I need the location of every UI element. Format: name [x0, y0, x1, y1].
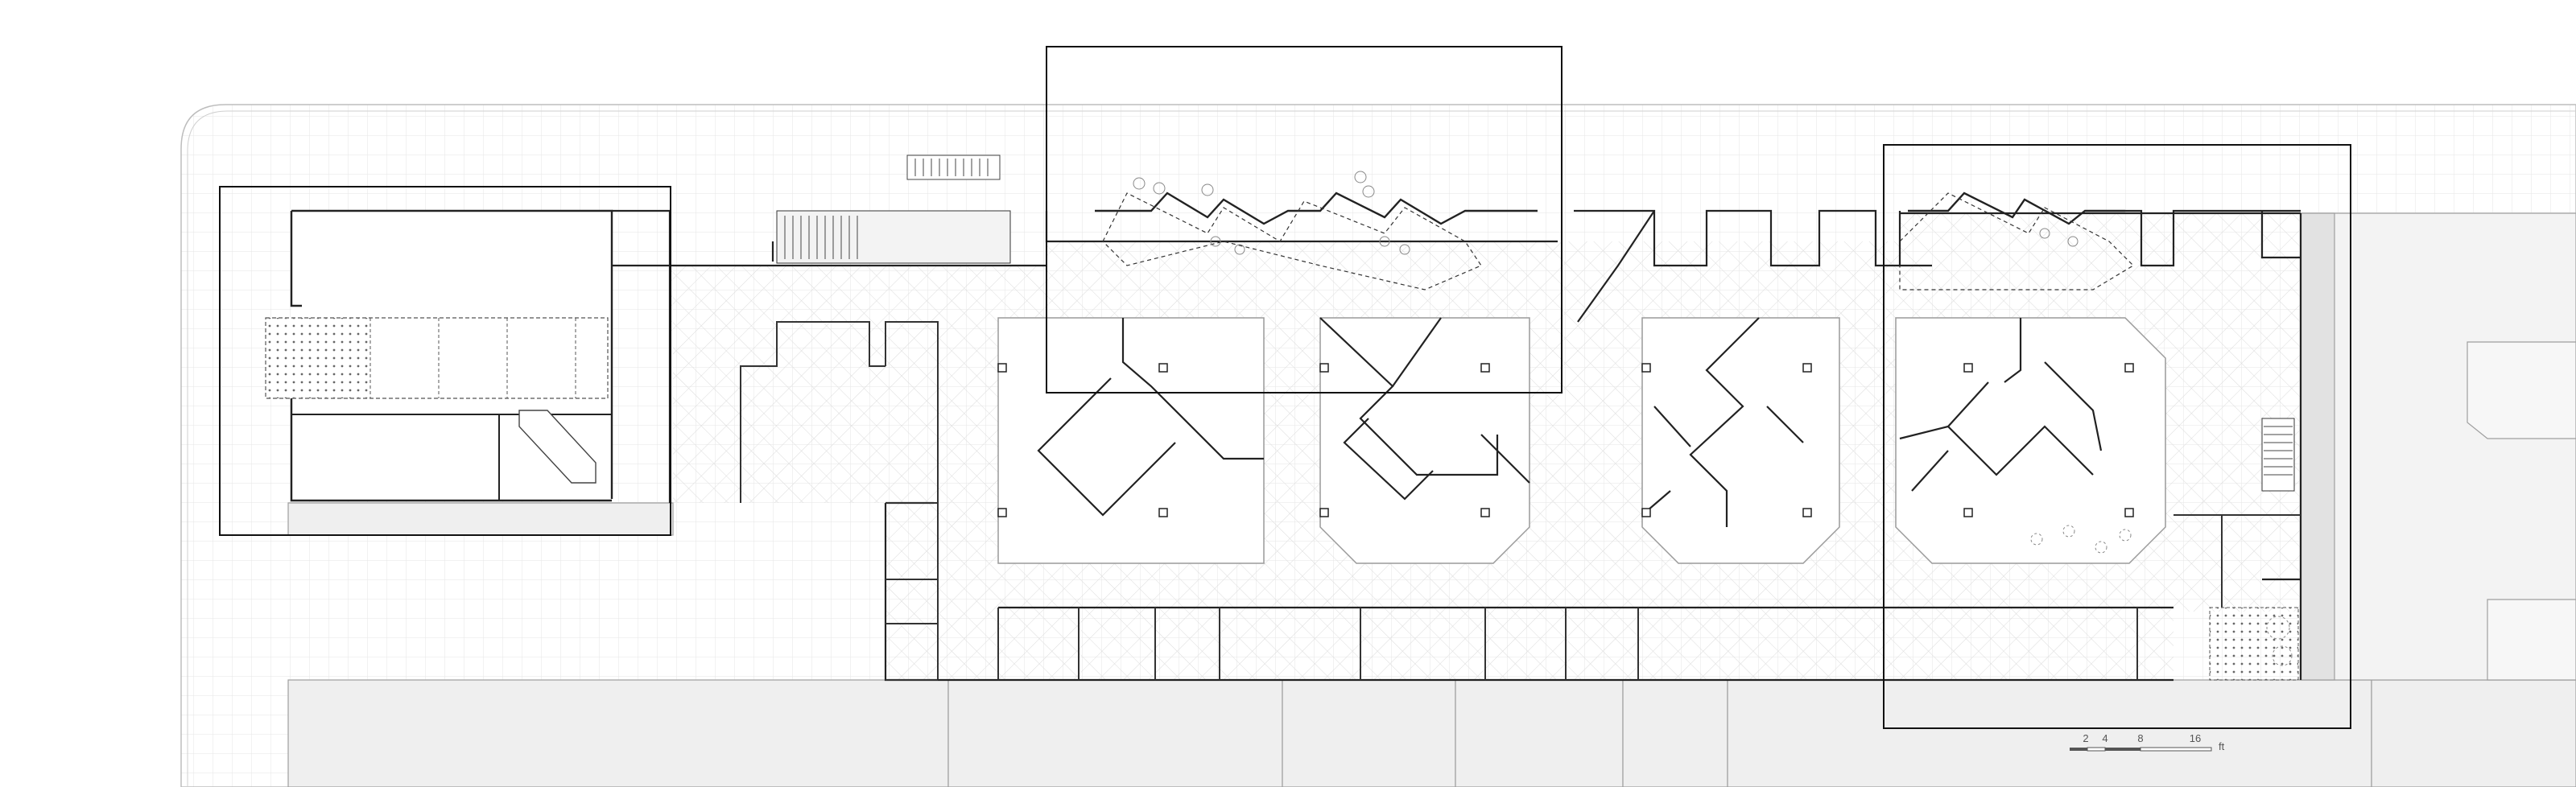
scale-bar: 2 4 8 16 ft: [2070, 732, 2225, 752]
west-stairs: [776, 155, 1011, 264]
frame-boxes: [219, 46, 2351, 729]
pod-1: [997, 317, 1265, 564]
scale-unit: ft: [2219, 740, 2225, 752]
pod-2: [1319, 317, 1530, 564]
scale-tick-4: 4: [2102, 732, 2107, 744]
block-south-2: [947, 679, 1283, 787]
south-rooms: [997, 514, 2301, 680]
frame-east: [1883, 144, 2351, 729]
block-east-notch: [2467, 341, 2576, 439]
scale-tick-8: 8: [2137, 732, 2143, 744]
north-facade: [1095, 192, 2125, 225]
pod-walls: [1037, 317, 2103, 527]
block-east-wall-strip: [2300, 212, 2335, 681]
west-building: [265, 209, 613, 502]
block-west-strip: [287, 502, 674, 536]
columns: [997, 363, 2134, 517]
pod-3: [1641, 317, 1840, 564]
block-south-6: [1727, 679, 2372, 787]
scale-tick-2: 2: [2083, 732, 2088, 744]
block-south-5: [1622, 679, 1728, 787]
west-rooms: [740, 321, 939, 681]
neighbouring-blocks: [287, 212, 2576, 787]
block-east-corner: [2487, 599, 2576, 681]
north-facade-dashed: [1102, 192, 2134, 290]
frame-north: [1046, 46, 1563, 394]
block-south-4: [1455, 679, 1624, 787]
scale-tick-16: 16: [2190, 732, 2201, 744]
block-south-3: [1282, 679, 1456, 787]
east-stairs: [2209, 418, 2299, 681]
east-north-rooms: [1898, 209, 2301, 581]
frame-west: [219, 186, 671, 536]
block-south-1: [287, 679, 949, 787]
block-south-7: [2371, 679, 2576, 787]
